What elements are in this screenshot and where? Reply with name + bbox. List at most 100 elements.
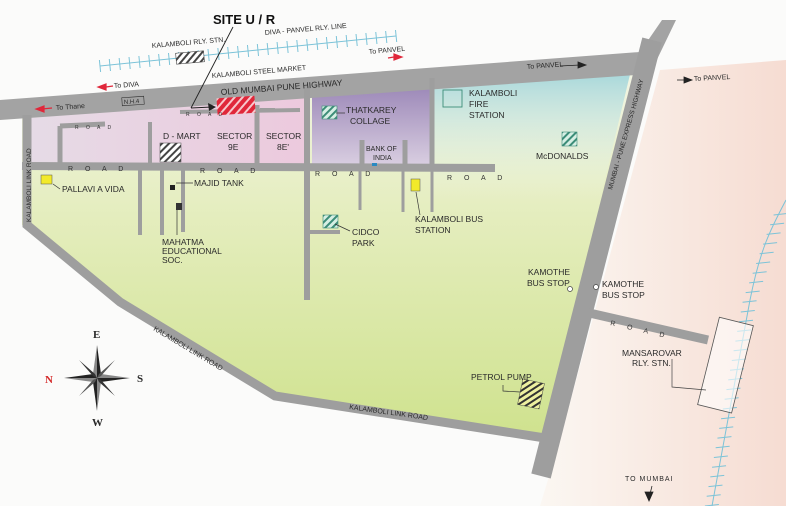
road-label: R O A D xyxy=(68,166,128,173)
rail-tie xyxy=(715,445,730,449)
purple-zone xyxy=(312,86,432,164)
rail-tie xyxy=(227,46,230,60)
compass-s: S xyxy=(137,373,143,385)
compass-w: W xyxy=(92,417,103,429)
rail-tie xyxy=(708,484,723,488)
road-label: R O A D xyxy=(75,125,114,131)
rail-tie xyxy=(385,30,388,44)
compass-e: E xyxy=(93,329,100,341)
rail-tie xyxy=(740,310,755,313)
rail-tie xyxy=(108,58,111,72)
cidco-label: CIDCO xyxy=(352,227,380,237)
cidco-label: PARK xyxy=(352,238,375,248)
to-thane-label: To Thane xyxy=(56,103,86,112)
majid-tank-label: MAJID TANK xyxy=(194,178,244,188)
rail-tie xyxy=(355,33,358,47)
rail-tie xyxy=(148,54,151,68)
sector-8e-label: SECTOR xyxy=(266,131,301,141)
mahatma-marker xyxy=(176,203,182,210)
rail-tie xyxy=(158,53,161,67)
rail-tie xyxy=(207,48,210,62)
compass-n: N xyxy=(45,374,53,386)
steel-market-label: KALAMBOLI STEEL MARKET xyxy=(212,65,308,80)
rail-tie xyxy=(706,494,721,497)
road-label: R O A D xyxy=(447,175,507,182)
rail-tie xyxy=(237,45,240,59)
bank-marker xyxy=(372,163,377,166)
kamothe-west-label: BUS STOP xyxy=(527,278,570,288)
bus-station-label: KALAMBOLI BUS xyxy=(415,214,483,224)
rail-tie xyxy=(256,43,260,57)
roads xyxy=(0,20,709,479)
rail-tie xyxy=(710,474,725,478)
fire-station-marker xyxy=(442,89,463,108)
to-mumbai-label: TO MUMBAI xyxy=(625,476,674,483)
fire-station-label: KALAMBOLI xyxy=(469,88,517,98)
thatkarey-label: THATKAREY xyxy=(346,105,397,115)
rail-tie xyxy=(742,300,757,303)
rail-tie xyxy=(375,31,378,45)
rail-tie xyxy=(345,34,348,48)
rail-tie xyxy=(719,426,734,429)
rail-tie xyxy=(712,465,727,468)
road-label: R O A D xyxy=(186,112,225,118)
kamothe-west-label: KAMOTHE xyxy=(528,267,570,277)
mahatma-label: EDUCATIONAL xyxy=(162,246,222,256)
pallavi-label: PALLAVI A VIDA xyxy=(62,184,125,194)
rail-tie xyxy=(246,44,250,58)
site-title: SITE U / R xyxy=(213,12,276,27)
rail-tie xyxy=(763,242,778,245)
rail-tie xyxy=(306,38,309,52)
sector-9e-label: 9E xyxy=(228,142,239,152)
rail-tie xyxy=(118,57,121,71)
express-highway xyxy=(531,37,662,479)
rail-tie xyxy=(749,280,764,284)
rail-tie xyxy=(217,47,220,61)
rail-tie xyxy=(752,271,767,274)
thatkarey-label: COLLAGE xyxy=(350,116,390,126)
road-label: R O A D xyxy=(315,171,375,178)
to-panvel-east-label: To PANVEL xyxy=(694,74,731,83)
kamothe-east-label: BUS STOP xyxy=(602,290,645,300)
petrol-pump-marker xyxy=(517,378,545,410)
cidco-marker xyxy=(322,214,339,229)
fire-station-label: FIRE xyxy=(469,99,489,109)
rail-tie xyxy=(713,455,728,458)
rail-tie xyxy=(770,222,785,226)
fire-station-label: STATION xyxy=(469,110,505,120)
rail-tie xyxy=(276,41,279,55)
rail-tie xyxy=(266,42,269,56)
rail-tie xyxy=(720,416,736,420)
rail-tie xyxy=(325,36,329,50)
to-panvel-highway-label: To PANVEL xyxy=(527,61,564,71)
rail-tie xyxy=(138,55,141,69)
rail-tie xyxy=(717,436,732,439)
mcdonalds-label: McDONALDS xyxy=(536,151,589,161)
nh4-label: N.H.4 xyxy=(124,99,140,106)
mahatma-label: SOC. xyxy=(162,255,183,265)
dmart-marker xyxy=(159,142,182,163)
direction-arrows xyxy=(34,53,404,113)
sector-9e-label: SECTOR xyxy=(217,131,252,141)
majid-tank-marker xyxy=(170,185,175,190)
kamothe-west-stop xyxy=(567,286,573,292)
east-road xyxy=(584,307,709,345)
sector-8e-label: 8E' xyxy=(277,142,289,152)
leader-lines xyxy=(52,112,521,393)
rail-tie xyxy=(756,261,771,264)
bank-label: INDIA xyxy=(373,155,392,162)
mcdonalds-marker xyxy=(561,131,578,147)
to-panvel-rail-label: To PANVEL xyxy=(369,46,406,56)
rail-tie xyxy=(128,56,131,70)
rail-tie xyxy=(759,251,774,255)
rail-tie xyxy=(296,39,299,53)
diva-panvel-line-label: DIVA - PANVEL RLY. LINE xyxy=(265,23,348,37)
site-marker[interactable] xyxy=(216,95,256,116)
to-diva-label: To DIVA xyxy=(114,81,140,90)
thatkarey-marker xyxy=(321,105,338,120)
rail-tie xyxy=(766,232,781,235)
kamothe-east-stop xyxy=(593,284,599,290)
rail-tie xyxy=(738,319,754,323)
rail-tie xyxy=(167,52,171,66)
